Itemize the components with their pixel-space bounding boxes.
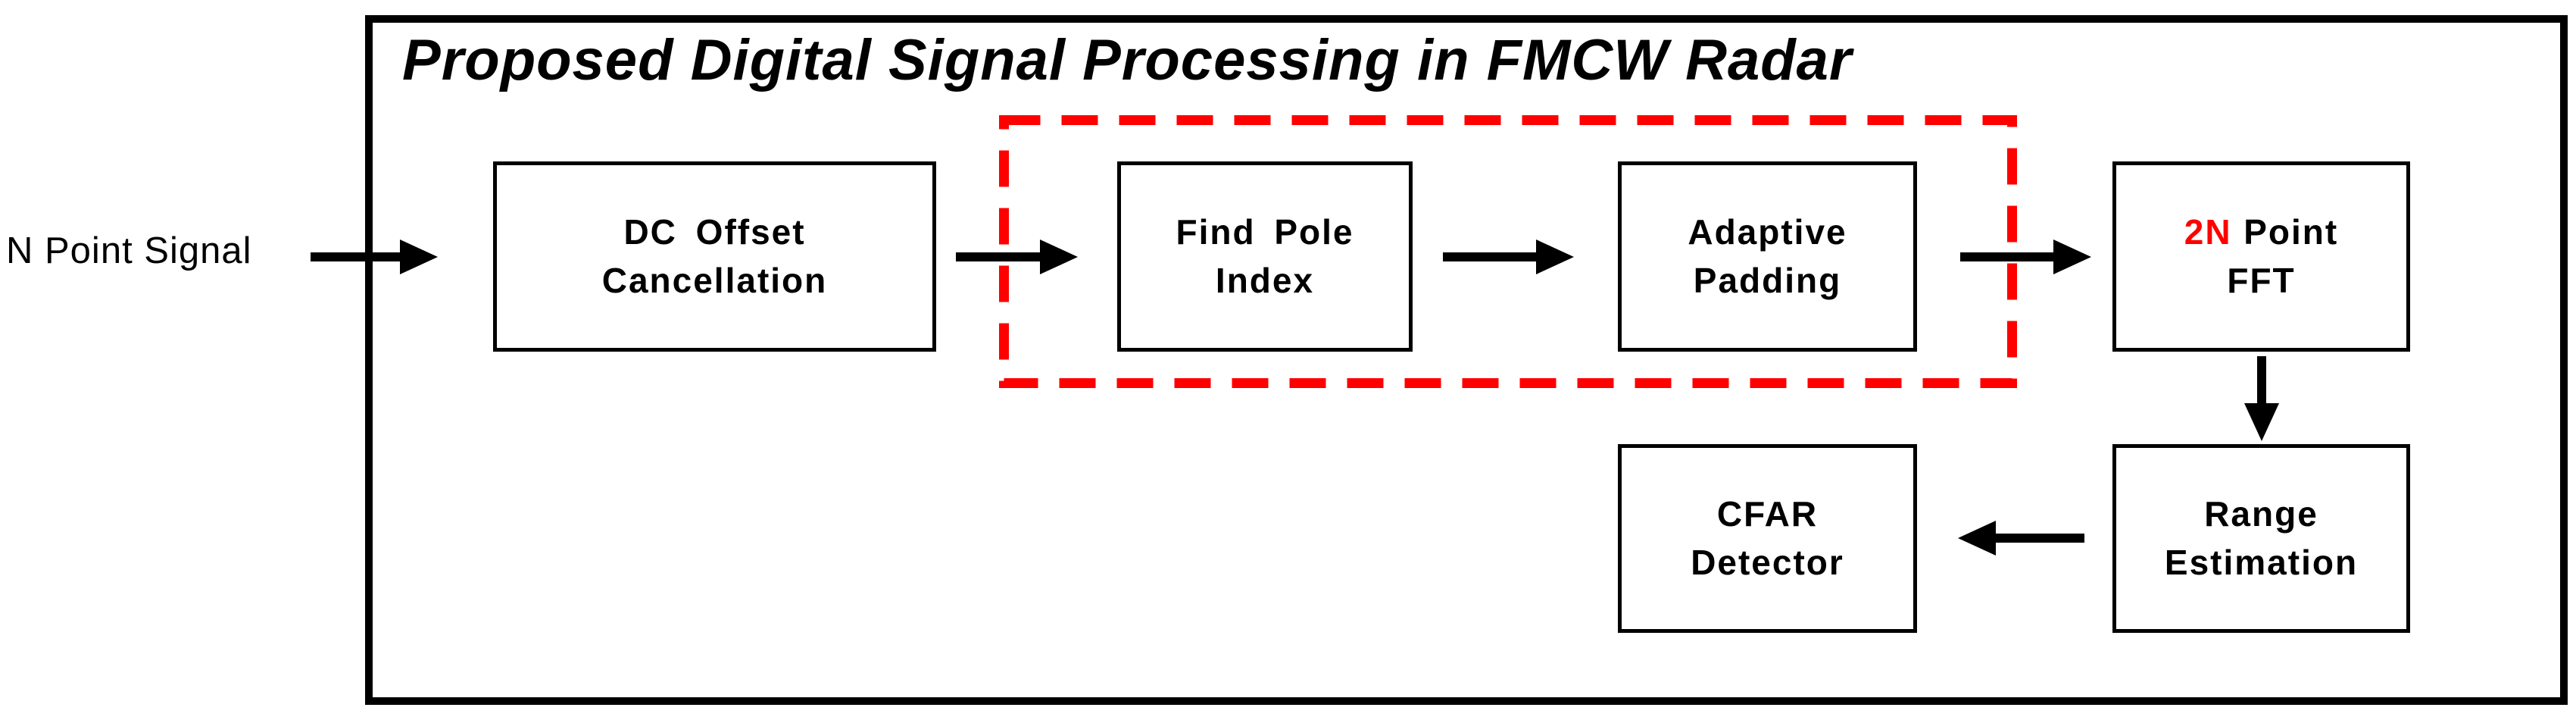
arrow-head-right-icon (1040, 239, 1078, 274)
block-cfar-detector: CFAR Detector (1618, 444, 1917, 633)
block-label-line: Index (1215, 260, 1315, 300)
arrow-shaft (1993, 534, 2084, 543)
block-label-line: 2N Point (2184, 208, 2338, 256)
block-label-line: Cancellation (601, 260, 828, 300)
arrow-head-right-icon (1536, 239, 1574, 274)
block-label-line: Estimation (2164, 542, 2359, 582)
block-label-line: FFT (2227, 260, 2296, 300)
block-adaptive-padding: Adaptive Padding (1618, 161, 1917, 352)
block-range-estimation: Range Estimation (2112, 444, 2410, 633)
arrow-2n-fft-to-range-estimation (2244, 356, 2279, 441)
block-label-line: Padding (1693, 260, 1842, 300)
diagram-outer-frame (365, 15, 2568, 705)
block-label-line: Adaptive (1688, 212, 1847, 252)
fft-2n-highlight: 2N (2184, 212, 2232, 252)
arrow-shaft (2257, 356, 2266, 406)
arrow-shaft (956, 252, 1043, 261)
block-find-pole-index: Find Pole Index (1117, 161, 1413, 352)
arrow-head-right-icon (400, 239, 438, 274)
block-dc-offset-cancellation: DC Offset Cancellation (493, 161, 936, 352)
block-label-line: Range (2204, 494, 2318, 534)
arrow-find-pole-to-adaptive-padding (1443, 239, 1574, 274)
arrow-head-down-icon (2244, 403, 2279, 441)
arrow-dc-offset-to-find-pole (956, 239, 1078, 274)
arrow-shaft (1443, 252, 1539, 261)
arrow-shaft (311, 252, 404, 261)
arrow-shaft (1960, 252, 2056, 261)
arrow-adaptive-padding-to-2n-fft (1960, 239, 2091, 274)
block-label-line: DC Offset (623, 212, 806, 252)
diagram-title: Proposed Digital Signal Processing in FM… (402, 28, 1853, 92)
arrow-input-to-dc-offset (311, 239, 438, 274)
input-signal-label: N Point Signal (6, 230, 252, 271)
arrow-head-left-icon (1958, 521, 1996, 556)
block-label-line: Detector (1691, 542, 1844, 582)
fft-point-text: Point (2243, 212, 2339, 252)
arrow-range-estimation-to-cfar (1958, 521, 2084, 556)
block-2n-point-fft: 2N Point FFT (2112, 161, 2410, 352)
arrow-head-right-icon (2053, 239, 2091, 274)
block-label-line: CFAR (1716, 494, 1819, 534)
block-label-line: Find Pole (1176, 212, 1354, 252)
